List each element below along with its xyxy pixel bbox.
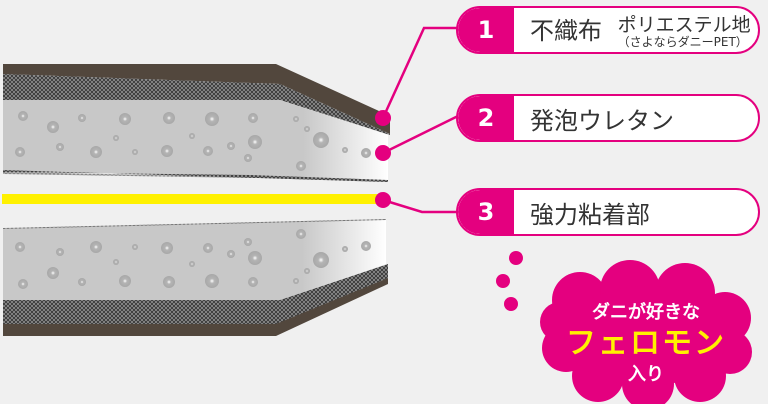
top-foam-layer	[3, 100, 388, 182]
label-3-title: 強力粘着部	[530, 200, 650, 229]
leader-lines	[381, 26, 460, 214]
label-nonwoven-fabric: 1 不織布 ポリエステル地 （さよならダニーPET）	[456, 6, 760, 54]
callout-line-3: 入り	[628, 364, 664, 385]
label-1-product-name: （さよならダニーPET）	[617, 35, 748, 50]
label-number-3: 3	[458, 190, 514, 234]
leader-dots	[375, 110, 391, 208]
label-adhesive: 3 強力粘着部	[456, 188, 760, 236]
pheromone-callout-cloud	[496, 251, 752, 404]
callout-line-2: フェロモン	[566, 326, 726, 361]
bottom-nonwoven-layer	[3, 264, 388, 336]
bottom-foam-layer	[3, 219, 386, 300]
label-number-1: 1	[458, 8, 514, 52]
label-urethane-foam: 2 発泡ウレタン	[456, 94, 760, 142]
adhesive-layer	[2, 194, 384, 204]
label-2-title: 発泡ウレタン	[530, 106, 674, 135]
label-1-material: ポリエステル地	[617, 14, 751, 37]
callout-line-1: ダニが好きな	[592, 302, 700, 323]
label-number-2: 2	[458, 96, 514, 140]
top-nonwoven-layer	[3, 64, 390, 135]
label-1-title: 不織布	[530, 17, 602, 46]
